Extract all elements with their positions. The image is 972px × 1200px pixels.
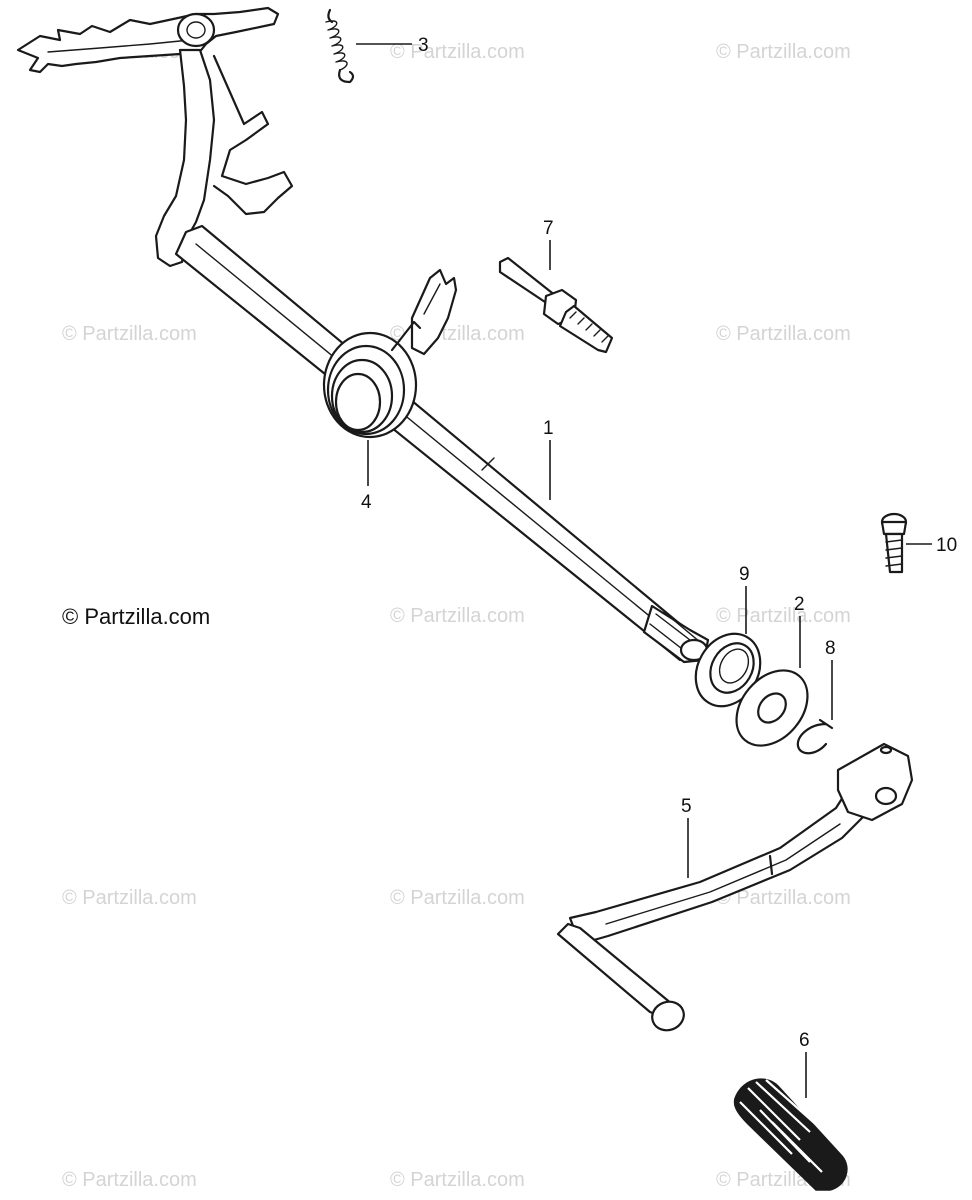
shift-pedal-drawing — [556, 742, 914, 1032]
callout-1: 1 — [543, 418, 554, 439]
oil-seal-drawing — [694, 632, 762, 708]
watermark-layer: © Partzilla.com © Partzilla.com © Partzi… — [62, 41, 851, 1191]
watermark: © Partzilla.com — [716, 887, 851, 909]
shift-shaft-drawing — [16, 6, 710, 664]
washer-drawing — [735, 669, 809, 747]
pedal-rubber-drawing — [733, 1078, 848, 1191]
copyright-notice: © Partzilla.com — [62, 604, 210, 629]
circlip-drawing — [796, 718, 834, 755]
watermark: © Partzilla.com — [390, 1169, 525, 1191]
stud-bolt-drawing — [498, 256, 614, 354]
tension-spring-drawing — [325, 8, 355, 84]
callout-10: 10 — [936, 535, 957, 556]
callout-4: 4 — [361, 492, 372, 513]
callout-9: 9 — [739, 564, 750, 585]
watermark: © Partzilla.com — [716, 323, 851, 345]
watermark: © Partzilla.com — [390, 887, 525, 909]
callout-3: 3 — [418, 35, 429, 56]
watermark: © Partzilla.com — [716, 41, 851, 63]
watermark: © Partzilla.com — [716, 605, 851, 627]
callout-6: 6 — [799, 1030, 810, 1051]
callout-8: 8 — [825, 638, 836, 659]
callout-labels: 1 2 3 4 5 6 7 8 9 10 — [361, 35, 957, 1051]
watermark: © Partzilla.com — [390, 41, 525, 63]
watermark: © Partzilla.com — [62, 887, 197, 909]
watermark: © Partzilla.com — [62, 323, 197, 345]
return-spring-drawing — [322, 320, 422, 439]
callout-5: 5 — [681, 796, 692, 817]
watermark: © Partzilla.com — [390, 605, 525, 627]
bolt-drawing — [880, 512, 908, 574]
watermark: © Partzilla.com — [62, 1169, 197, 1191]
callout-7: 7 — [543, 218, 554, 239]
callout-2: 2 — [794, 594, 805, 615]
leader-lines — [356, 43, 932, 1098]
